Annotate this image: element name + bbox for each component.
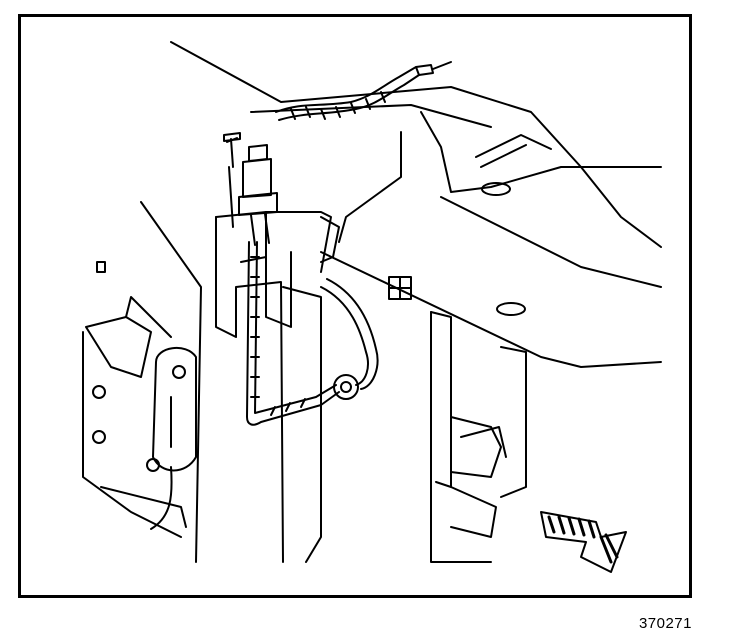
center-pillar (215, 211, 340, 563)
left-panel (82, 201, 202, 563)
upper-panel (170, 41, 662, 368)
front-arrow-icon (540, 511, 627, 573)
figure-number: 370271 (638, 615, 692, 632)
panel-openings (388, 276, 412, 300)
hinge-bracket (150, 347, 197, 530)
sensor-harness (246, 241, 379, 426)
sensor-installation-drawing (82, 41, 662, 573)
illustration-frame (18, 14, 692, 598)
right-bracket (430, 311, 527, 563)
upper-harness (275, 61, 452, 121)
sensor-assembly (223, 132, 278, 246)
